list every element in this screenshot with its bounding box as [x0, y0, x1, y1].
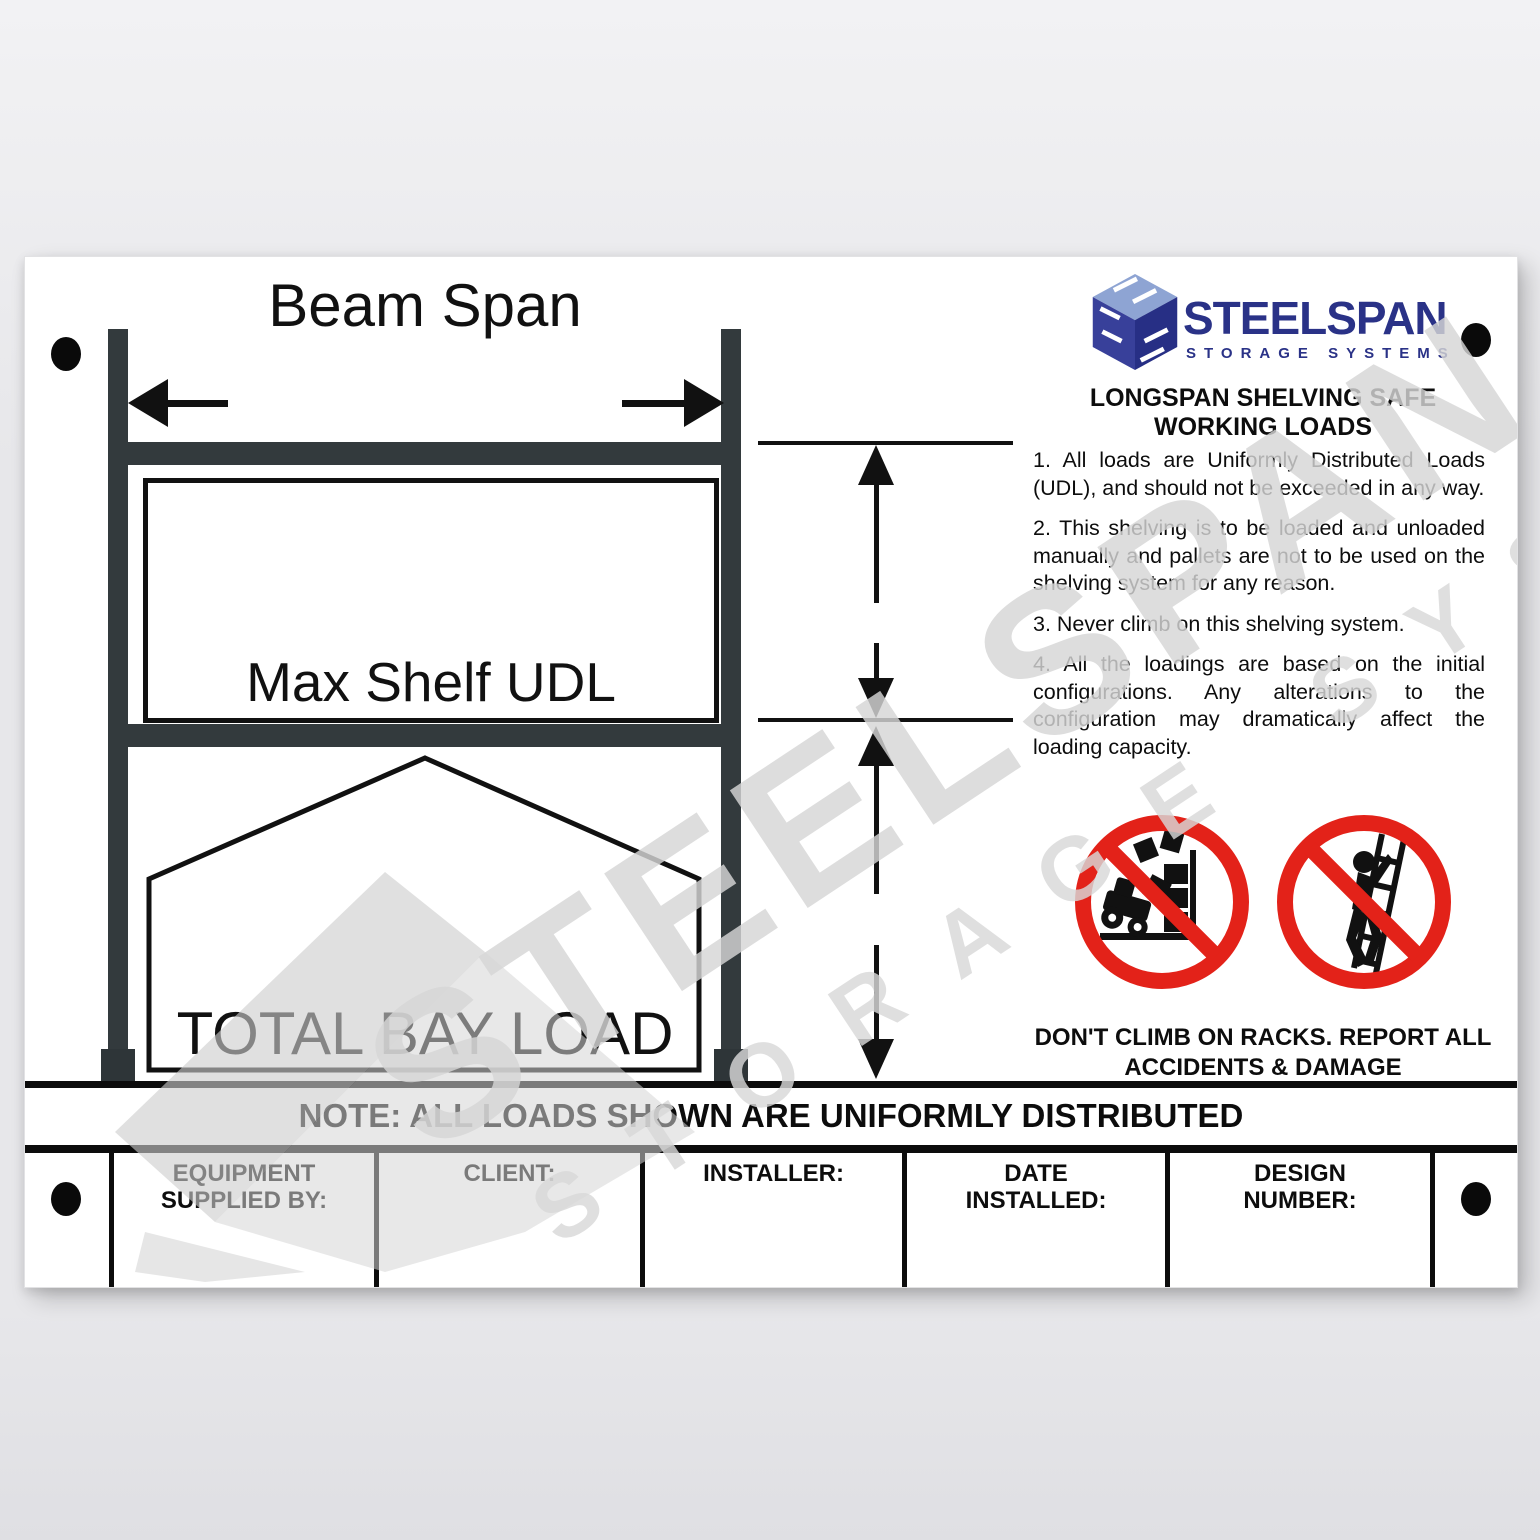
- dimension-arrow-up-icon: [858, 726, 894, 766]
- note-text: NOTE: ALL LOADS SHOWN ARE UNIFORMLY DIST…: [298, 1097, 1244, 1134]
- beam-span-arrow-right-icon: [684, 379, 724, 427]
- max-shelf-udl-box: Max Shelf UDL: [143, 478, 719, 723]
- warning-line2: ACCIDENTS & DAMAGE: [1124, 1054, 1402, 1081]
- table-top-rule: [25, 1145, 1517, 1153]
- field-label: CLIENT:: [463, 1160, 556, 1187]
- beam-span-label: Beam Span: [268, 272, 582, 339]
- heading-line1: LONGSPAN SHELVING SAFE: [1089, 384, 1437, 412]
- record-fields-row: EQUIPMENT SUPPLIED BY: CLIENT: INSTALLER…: [25, 1153, 1517, 1287]
- field-label: DESIGN NUMBER:: [1243, 1160, 1357, 1214]
- extension-line-middle: [758, 718, 1013, 722]
- field-design-number: DESIGN NUMBER:: [1165, 1153, 1430, 1287]
- rack-upright-right: [721, 329, 741, 1087]
- field-label: INSTALLER:: [703, 1160, 844, 1187]
- dimension-shaft: [874, 483, 879, 603]
- dimension-arrow-down-icon: [858, 1039, 894, 1079]
- mounting-hole-top-left: [51, 337, 81, 371]
- field-label: EQUIPMENT SUPPLIED BY:: [160, 1160, 328, 1214]
- safety-rules: 1. All loads are Uniformly Distributed L…: [1033, 447, 1485, 774]
- mounting-hole-top-right: [1461, 323, 1491, 357]
- no-climbing-icon: [1277, 815, 1451, 989]
- floor-line: [25, 1081, 1517, 1088]
- sign-heading: LONGSPAN SHELVING SAFE WORKING LOADS: [1028, 384, 1498, 442]
- mounting-hole-bottom-left: [51, 1182, 81, 1216]
- rule-1: 1. All loads are Uniformly Distributed L…: [1033, 448, 1485, 500]
- beam-span-arrow-left-tail: [166, 400, 228, 407]
- field-date-installed: DATE INSTALLED:: [902, 1153, 1165, 1287]
- dimension-shaft: [874, 764, 879, 894]
- warning-caption: DON'T CLIMB ON RACKS. REPORT ALL ACCIDEN…: [1028, 1023, 1498, 1083]
- dimension-arrow-down-icon: [858, 678, 894, 718]
- dimension-arrow-up-icon: [858, 445, 894, 485]
- extension-line-top: [758, 441, 1013, 445]
- brand-tagline: STORAGE SYSTEMS: [1186, 345, 1456, 362]
- rack-foot-right: [714, 1049, 748, 1087]
- rule-2: 2. This shelving is to be loaded and unl…: [1033, 516, 1485, 595]
- longspan-shelving-safety-sign: Beam Span Max Shelf UDL TOTAL BAY LOAD S…: [24, 256, 1518, 1288]
- rack-upright-left: [108, 329, 128, 1087]
- max-shelf-udl-label: Max Shelf UDL: [246, 651, 616, 713]
- no-forklift-rack-impact-icon: [1075, 815, 1249, 989]
- beam-span-arrow-left-icon: [128, 379, 168, 427]
- rule-3: 3. Never climb on this shelving system.: [1033, 611, 1405, 636]
- field-label: DATE INSTALLED:: [965, 1160, 1107, 1214]
- steelspan-cube-icon: [1092, 274, 1178, 370]
- note-band: NOTE: ALL LOADS SHOWN ARE UNIFORMLY DIST…: [25, 1087, 1517, 1145]
- beam-span-arrow-right-tail: [622, 400, 684, 407]
- field-installer: INSTALLER:: [640, 1153, 902, 1287]
- dimension-shaft: [874, 945, 879, 1041]
- warning-line1: DON'T CLIMB ON RACKS. REPORT ALL: [1034, 1024, 1492, 1051]
- field-client: CLIENT:: [374, 1153, 640, 1287]
- shelf-beam-middle: [128, 724, 721, 747]
- mounting-hole-bottom-right: [1461, 1182, 1491, 1216]
- dimension-shaft: [874, 643, 879, 683]
- brand-name: STEELSPAN: [1183, 292, 1448, 344]
- shelf-beam-top: [128, 442, 721, 465]
- heading-line2: WORKING LOADS: [1153, 413, 1373, 441]
- hole-cell-left: [25, 1153, 109, 1287]
- total-bay-load-label: TOTAL BAY LOAD: [176, 1000, 674, 1067]
- rule-4: 4. All the loadings are based on the ini…: [1033, 652, 1485, 759]
- hole-cell-right: [1430, 1153, 1517, 1287]
- field-equipment-supplied-by: EQUIPMENT SUPPLIED BY:: [109, 1153, 374, 1287]
